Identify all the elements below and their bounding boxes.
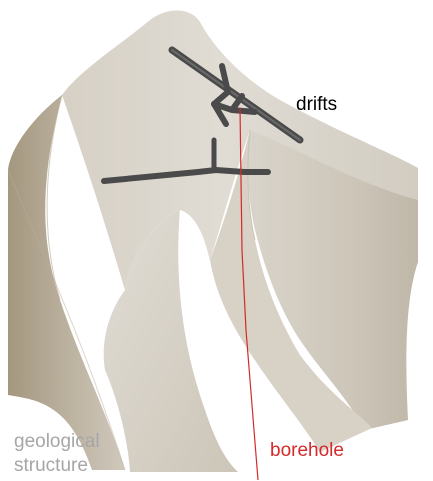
drifts-label: drifts bbox=[296, 93, 337, 117]
geological-structure-label: geological structure bbox=[14, 430, 100, 478]
borehole-label: borehole bbox=[270, 439, 344, 463]
geological-structure-label-line2: structure bbox=[14, 454, 100, 478]
geological-structure-label-line1: geological bbox=[14, 430, 100, 454]
